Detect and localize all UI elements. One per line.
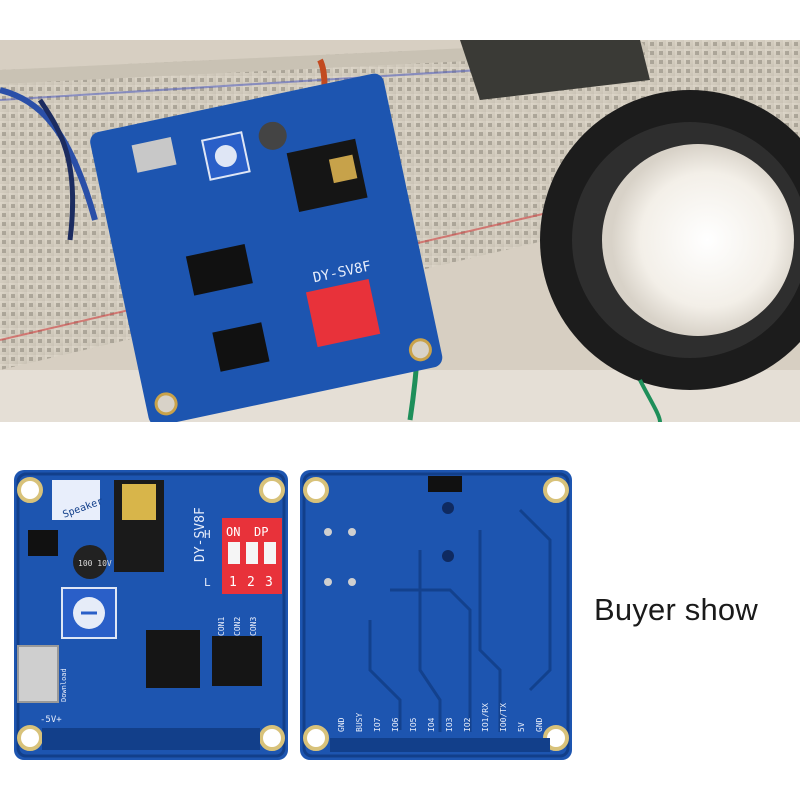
con3-label: CON3 <box>249 617 258 636</box>
switch-l-label: L <box>204 576 211 589</box>
back-pin-io3: IO3 <box>445 717 454 732</box>
back-pin-io6: IO6 <box>391 717 400 732</box>
back-pin-io4: IO4 <box>427 717 436 732</box>
buyer-show-caption: Buyer show <box>594 592 758 627</box>
cap-label: 100 10V <box>78 559 112 568</box>
switch-on-label: ON <box>226 525 240 539</box>
back-board-photo: GND BUSY IO7 IO6 IO5 IO4 IO3 IO2 IO1/RX … <box>300 470 572 760</box>
dip-switch: ON DP 1 2 3 <box>222 518 282 594</box>
switch-num-1: 1 <box>229 575 237 590</box>
pin-header <box>42 728 260 750</box>
model-label: DY-SV8F <box>193 507 208 562</box>
power-label: -5V+ <box>40 715 62 725</box>
con2-label: CON2 <box>233 617 242 636</box>
back-pin-io0-tx: IO0/TX <box>499 703 508 732</box>
back-pin-gnd-1: GND <box>337 717 346 732</box>
con1-label: CON1 <box>217 617 226 636</box>
switch-h-label: H <box>204 528 211 541</box>
back-pin-labels: GND BUSY IO7 IO6 IO5 IO4 IO3 IO2 IO1/RX … <box>337 703 544 732</box>
back-pin-io7: IO7 <box>373 717 382 732</box>
back-pin-gnd-2: GND <box>535 717 544 732</box>
back-pin-5v: 5V <box>517 722 526 732</box>
back-pin-busy: BUSY <box>355 713 364 732</box>
back-pin-io1-rx: IO1/RX <box>481 703 490 732</box>
switch-dp-label: DP <box>254 525 268 539</box>
front-board-photo: Speaker 100 10V DY-SV8F ON DP 1 2 3 H L … <box>14 470 288 760</box>
download-label: Download <box>60 668 68 702</box>
back-pin-io5: IO5 <box>409 717 418 732</box>
back-pin-io2: IO2 <box>463 717 472 732</box>
switch-num-2: 2 <box>247 575 255 590</box>
top-photo: DY-SV8F <box>0 40 800 422</box>
switch-num-3: 3 <box>265 575 273 590</box>
